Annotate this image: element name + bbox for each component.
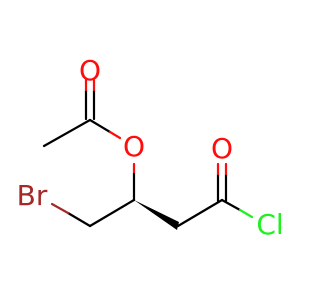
bond-ch2-br-black <box>66 211 92 228</box>
bond-carbonyl-oester <box>88 118 112 134</box>
bond-chiral-ch2 <box>88 198 136 228</box>
bond-carbonyl-oester-red <box>108 130 122 140</box>
atom-labels: O O Br O Cl <box>17 54 284 241</box>
bond-ch2-br <box>50 202 70 215</box>
bond-chiral-ch2-wedge <box>134 200 179 230</box>
bonds <box>42 78 254 230</box>
structure-canvas: O O Br O Cl <box>16 54 284 241</box>
bond-ch2-acidc <box>176 198 224 228</box>
bond-methyl-carbonyl <box>42 118 92 148</box>
atom-cl: Cl <box>256 208 283 241</box>
atom-br: Br <box>17 179 48 212</box>
atom-o-acid-carbonyl: O <box>211 132 233 165</box>
bond-acidc-cl-black <box>220 198 242 212</box>
molecule-diagram: O O Br O Cl <box>17 54 284 241</box>
atom-o-ester: O <box>123 130 145 163</box>
bond-acidc-cl <box>238 208 254 219</box>
atom-o-acetyl-carbonyl: O <box>79 54 101 87</box>
